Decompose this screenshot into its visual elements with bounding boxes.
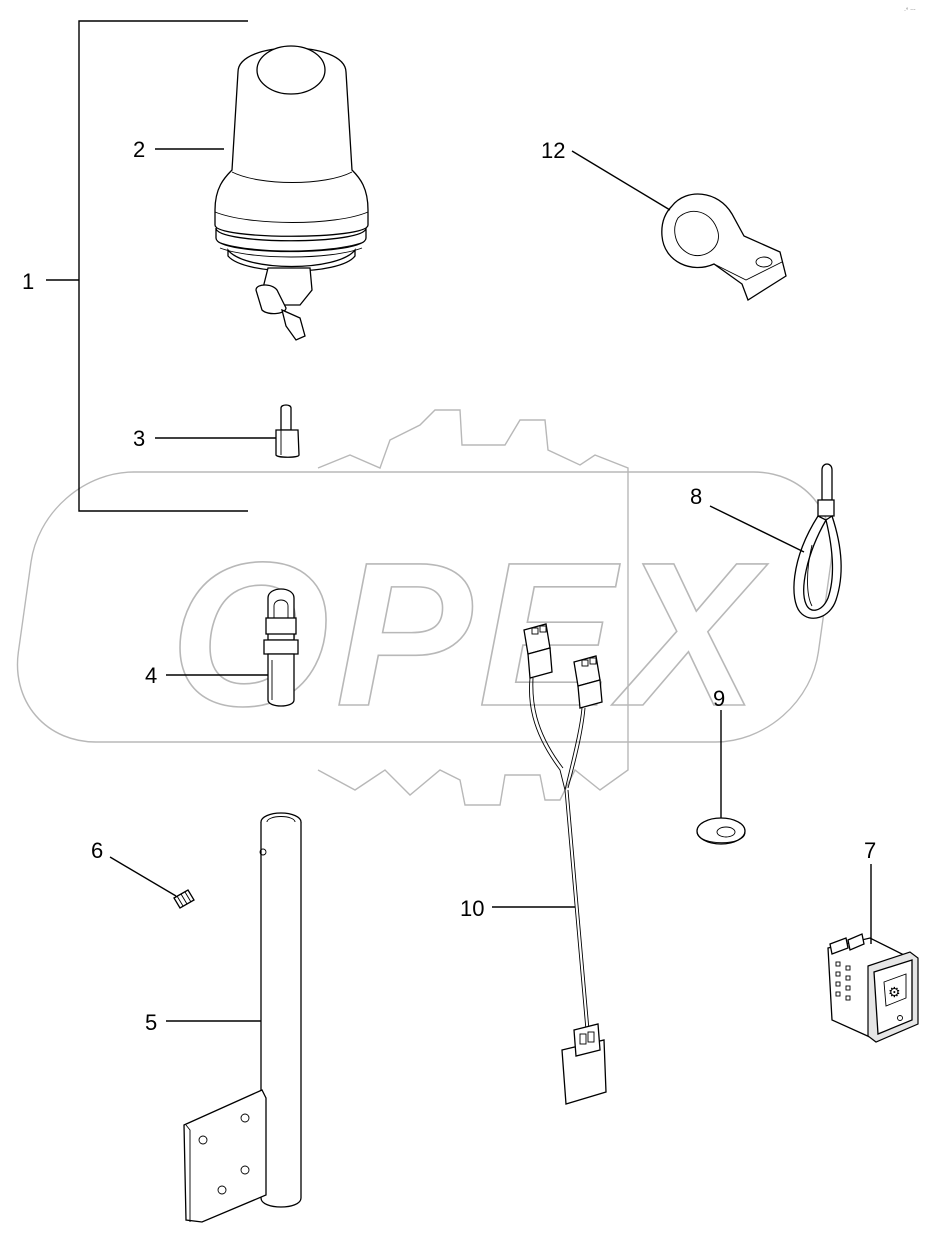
leader-lines [109, 148, 872, 1022]
callout-5: 5 [145, 1010, 157, 1035]
rocker-switch: ⚙ [827, 933, 919, 1043]
watermark-text: OPEX [170, 520, 768, 749]
callout-10: 10 [460, 896, 484, 921]
pin [275, 404, 300, 458]
leader-12 [571, 150, 671, 211]
leader-8 [709, 505, 805, 553]
svg-text:⚙: ⚙ [888, 985, 901, 1001]
mast-plate [183, 1089, 267, 1223]
callout-labels: 1 2 3 4 5 6 7 8 9 10 12 [22, 137, 876, 1035]
callout-2: 2 [133, 137, 145, 162]
callout-6: 6 [91, 838, 103, 863]
wiring-harness [523, 623, 607, 1105]
p-clip [661, 193, 787, 301]
set-screw [173, 889, 195, 909]
grommet [696, 817, 746, 845]
kit-bracket [46, 20, 248, 512]
watermark-gear-outline [317, 409, 629, 806]
beacon-lamp [214, 45, 369, 341]
corner-mark: ·° ‧‧‧ [904, 8, 916, 14]
mast-tube [183, 812, 302, 1223]
callout-3: 3 [133, 426, 145, 451]
callout-4: 4 [145, 663, 157, 688]
callout-9: 9 [713, 686, 725, 711]
callout-12: 12 [541, 138, 565, 163]
leader-6 [109, 856, 177, 897]
callout-8: 8 [690, 484, 702, 509]
cable-tie [793, 463, 842, 619]
plug [263, 588, 299, 707]
callout-1: 1 [22, 269, 34, 294]
watermark-logo: OPEX [16, 409, 833, 806]
callout-7: 7 [864, 838, 876, 863]
